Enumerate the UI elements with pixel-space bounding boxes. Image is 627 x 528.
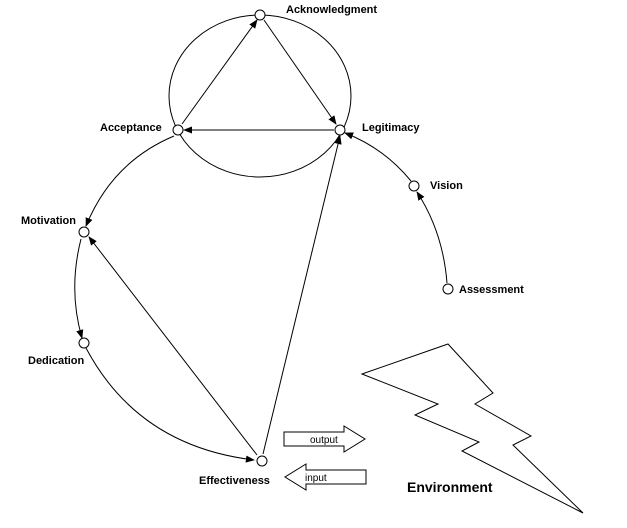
top-cycle-circle: [168, 14, 352, 178]
edge-assessment-vision: [416, 191, 448, 284]
edge-vision-legitimacy: [344, 132, 412, 182]
edge-acceptance-motivation: [85, 135, 175, 227]
edge-motivation-dedication: [74, 238, 84, 339]
node-dedication: [78, 337, 90, 349]
node-effectiveness: [256, 455, 268, 467]
label-acknowledgment: Acknowledgment: [286, 4, 377, 16]
node-acceptance: [172, 124, 184, 136]
node-motivation: [78, 226, 90, 238]
output-arrow-label: output: [310, 435, 338, 446]
input-arrow-shape: [284, 463, 367, 491]
environment-label: Environment: [407, 479, 493, 495]
label-dedication: Dedication: [28, 355, 85, 367]
node-assessment: [442, 283, 454, 295]
edge-effectiveness-motivation: [88, 236, 258, 456]
label-acceptance: Acceptance: [100, 122, 162, 134]
node-acknowledgment: [254, 9, 266, 21]
label-motivation: Motivation: [21, 215, 76, 227]
edge-effectiveness-legitimacy: [262, 135, 342, 455]
input-arrow-label: input: [305, 473, 327, 484]
label-assessment: Assessment: [459, 284, 524, 296]
label-effectiveness: Effectiveness: [199, 475, 270, 487]
label-legitimacy: Legitimacy: [362, 122, 420, 134]
edge-dedication-effectiveness: [85, 347, 255, 463]
lightning-bolt-shape: [360, 343, 584, 514]
output-arrow-shape: [283, 425, 366, 453]
node-vision: [408, 180, 420, 192]
edge-acceptance-acknowledgment: [181, 19, 258, 125]
edge-acknowledgment-legitimacy: [263, 19, 337, 125]
node-legitimacy: [334, 124, 346, 136]
label-vision: Vision: [430, 180, 463, 192]
